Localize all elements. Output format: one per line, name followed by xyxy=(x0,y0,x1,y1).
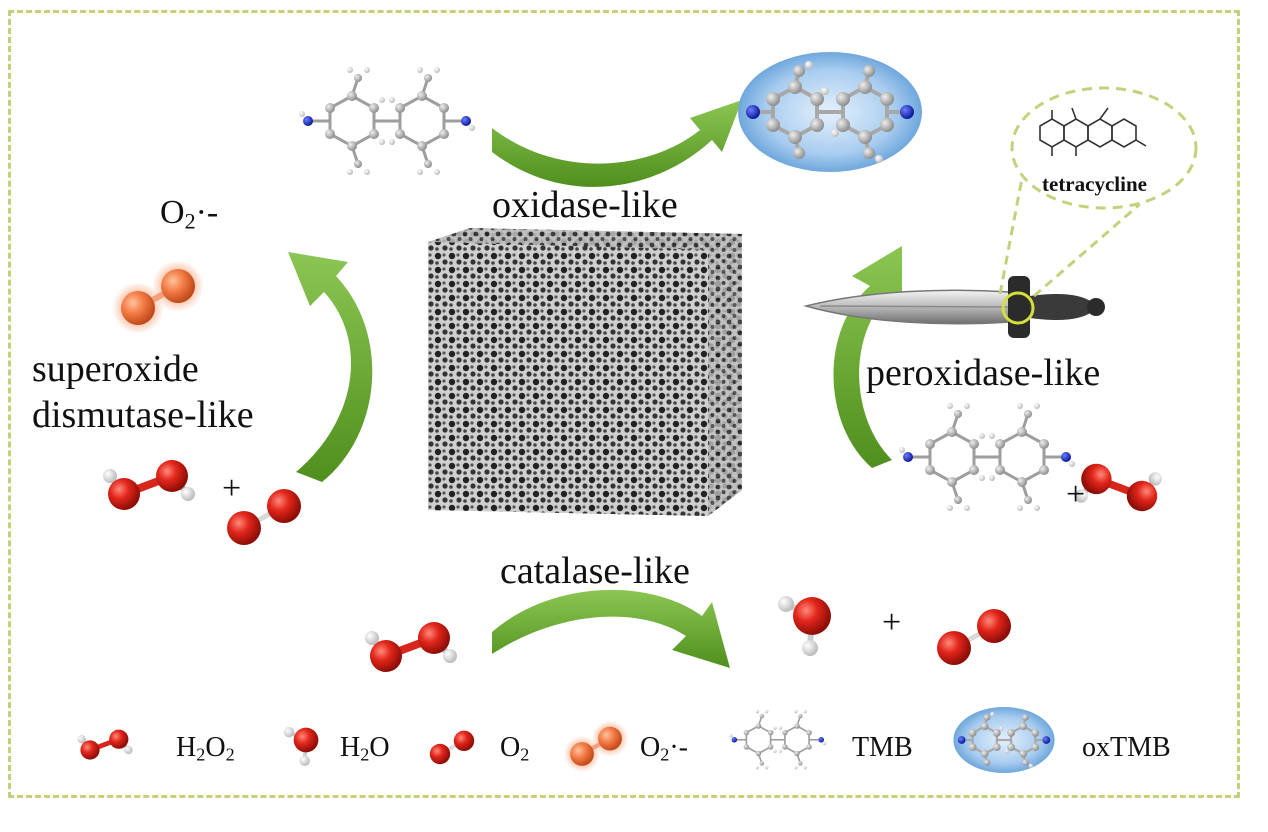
tetracycline-callout xyxy=(998,86,1198,298)
sod-label-line1: superoxide xyxy=(32,348,199,390)
sod-label-line2: dismutase-like xyxy=(32,394,254,436)
h2o-legend-icon xyxy=(281,725,321,768)
oxidase-arrow xyxy=(492,100,742,187)
superoxide-molecule xyxy=(112,260,204,334)
o2-molecule-bottom xyxy=(937,609,1011,665)
h2o2-molecule-left xyxy=(103,460,195,510)
tmb-molecule-top xyxy=(297,65,477,177)
tmb-legend-icon xyxy=(728,709,827,771)
plus-sign-left: + xyxy=(222,470,242,507)
catalase-like-label: catalase-like xyxy=(500,550,690,592)
o2-legend-icon xyxy=(428,729,476,766)
superoxide-legend-icon xyxy=(564,720,628,772)
peroxidase-arrow xyxy=(833,246,902,468)
oxidase-like-label: oxidase-like xyxy=(492,184,678,226)
tetracycline-label: tetracycline xyxy=(1042,172,1147,196)
porous-nanozyme-cube xyxy=(428,228,742,516)
oxtmb-legend-icon xyxy=(952,705,1056,775)
legend-oxtmb-label: oxTMB xyxy=(1082,732,1171,763)
tmb-molecule-right xyxy=(897,401,1077,513)
legend-h2o-label: H2O xyxy=(340,732,390,765)
h2o2-molecule-right xyxy=(1075,464,1162,512)
tetracycline-structure xyxy=(1039,107,1147,156)
catalase-arrow xyxy=(492,589,730,668)
dagger-icon xyxy=(803,276,1105,338)
h2o2-molecule-bottom xyxy=(365,622,457,672)
plus-sign-right: + xyxy=(1066,476,1086,513)
h2o2-legend-icon xyxy=(77,730,132,760)
dashed-border-frame xyxy=(8,10,1240,798)
oxtmb-molecule-top xyxy=(736,50,924,174)
plus-sign-bottom: + xyxy=(882,604,902,641)
peroxidase-like-label: peroxidase-like xyxy=(866,352,1101,394)
superoxide-top-label: O2·- xyxy=(160,194,219,234)
sod-arrow xyxy=(288,252,373,482)
legend-tmb-label: TMB xyxy=(852,732,913,763)
legend-h2o2-label: H2O2 xyxy=(176,732,235,765)
legend-superoxide-label: O2·- xyxy=(640,732,688,765)
h2o-molecule-bottom xyxy=(778,596,831,656)
legend-o2-label: O2 xyxy=(500,732,530,765)
